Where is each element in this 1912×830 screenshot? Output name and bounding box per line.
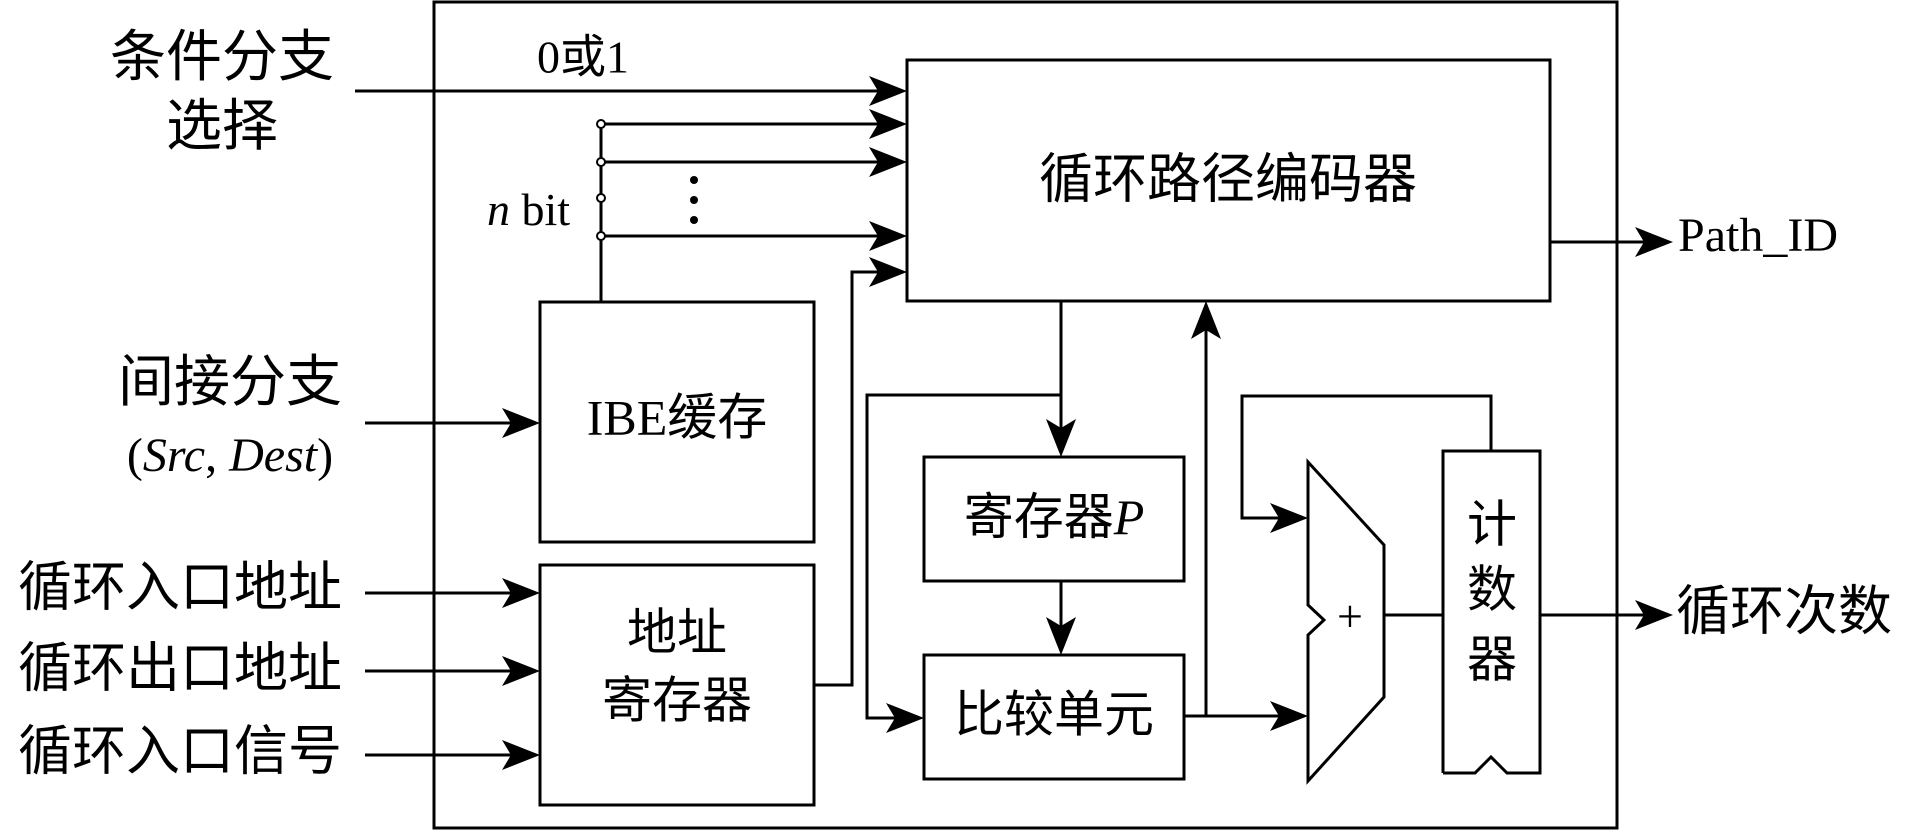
loop-entry-signal-label: 循环入口信号 xyxy=(18,721,342,781)
adder-block xyxy=(1306,458,1386,785)
indirect-branch-arrow xyxy=(502,408,540,438)
loop-count-output-arrow xyxy=(1635,600,1673,630)
counter-label-2: 数 xyxy=(1467,561,1517,617)
indirect-params-label: (Src, Dest) xyxy=(127,429,333,482)
n-bit-arrow-3 xyxy=(869,221,907,251)
path-encoder-label: 循环路径编码器 xyxy=(1039,149,1417,209)
compare-to-adder-arrow xyxy=(1270,701,1308,731)
bus-junction-4 xyxy=(596,231,606,241)
compare-to-encoder-arrow xyxy=(1191,301,1221,339)
compare-unit-block xyxy=(922,653,1186,781)
address-register-to-encoder-line xyxy=(814,270,880,687)
path-id-output-arrow xyxy=(1635,227,1673,257)
compare-feedback-line xyxy=(865,393,1061,720)
loop-entry-address-arrow xyxy=(502,578,540,608)
params-dest: Dest xyxy=(228,429,319,482)
n-bit-label: n bit xyxy=(487,184,570,235)
loop-count-output-label: 循环次数 xyxy=(1676,581,1892,641)
bus-junction-2 xyxy=(596,157,606,167)
counter-label-3: 器 xyxy=(1467,631,1517,687)
register-p-var: P xyxy=(1113,489,1145,545)
loop-entry-signal-arrow xyxy=(502,740,540,770)
conditional-branch-label-line1: 条件分支 xyxy=(110,27,334,89)
ellipsis-dot-2 xyxy=(690,196,698,204)
n-bit-arrow-1 xyxy=(869,109,907,139)
counter-feedback-line xyxy=(1240,394,1493,520)
counter-feedback-arrow xyxy=(1270,503,1308,533)
params-close: ) xyxy=(317,429,333,482)
n-bit-arrow-2 xyxy=(869,147,907,177)
counter-label-1: 计 xyxy=(1467,496,1517,552)
ibe-cache-block xyxy=(538,300,816,544)
loop-exit-address-label: 循环出口地址 xyxy=(18,638,342,698)
bus-junction-3 xyxy=(596,193,606,203)
conditional-branch-arrow xyxy=(869,76,907,106)
ibe-cache-label: IBE缓存 xyxy=(587,389,768,445)
params-src: Src xyxy=(143,429,205,482)
ellipsis-dot-1 xyxy=(690,176,698,184)
bus-junction-1 xyxy=(596,119,606,129)
register-p-name: 寄存器 xyxy=(964,489,1114,545)
register-p-block xyxy=(922,455,1186,583)
encoder-to-register-p-arrow xyxy=(1046,419,1076,457)
conditional-branch-label-line2: 选择 xyxy=(166,96,278,158)
register-p-to-compare-arrow xyxy=(1046,617,1076,655)
adder-symbol: + xyxy=(1337,591,1363,642)
indirect-branch-label: 间接分支 xyxy=(118,352,342,414)
n-bit-var: n xyxy=(487,184,510,235)
address-register-label-line1: 地址 xyxy=(627,604,727,660)
path-id-output-label: Path_ID xyxy=(1678,209,1838,262)
n-bit-unit: bit xyxy=(521,184,570,235)
counter-block xyxy=(1441,449,1542,775)
path-encoder-block xyxy=(905,58,1552,303)
branch-value-label: 0或1 xyxy=(537,32,629,83)
module-boundary xyxy=(432,0,1619,830)
register-p-label: 寄存器P xyxy=(964,489,1145,545)
n-bit-space xyxy=(510,184,522,235)
compare-unit-label: 比较单元 xyxy=(954,686,1154,742)
address-register-to-encoder-arrow xyxy=(869,257,907,287)
params-open: ( xyxy=(127,429,143,482)
params-comma: , xyxy=(205,429,229,482)
compare-feedback-arrow xyxy=(886,703,924,733)
address-register-label-line2: 寄存器 xyxy=(602,672,752,728)
loop-entry-address-label: 循环入口地址 xyxy=(18,557,342,617)
loop-exit-address-arrow xyxy=(502,656,540,686)
ellipsis-dot-3 xyxy=(690,216,698,224)
